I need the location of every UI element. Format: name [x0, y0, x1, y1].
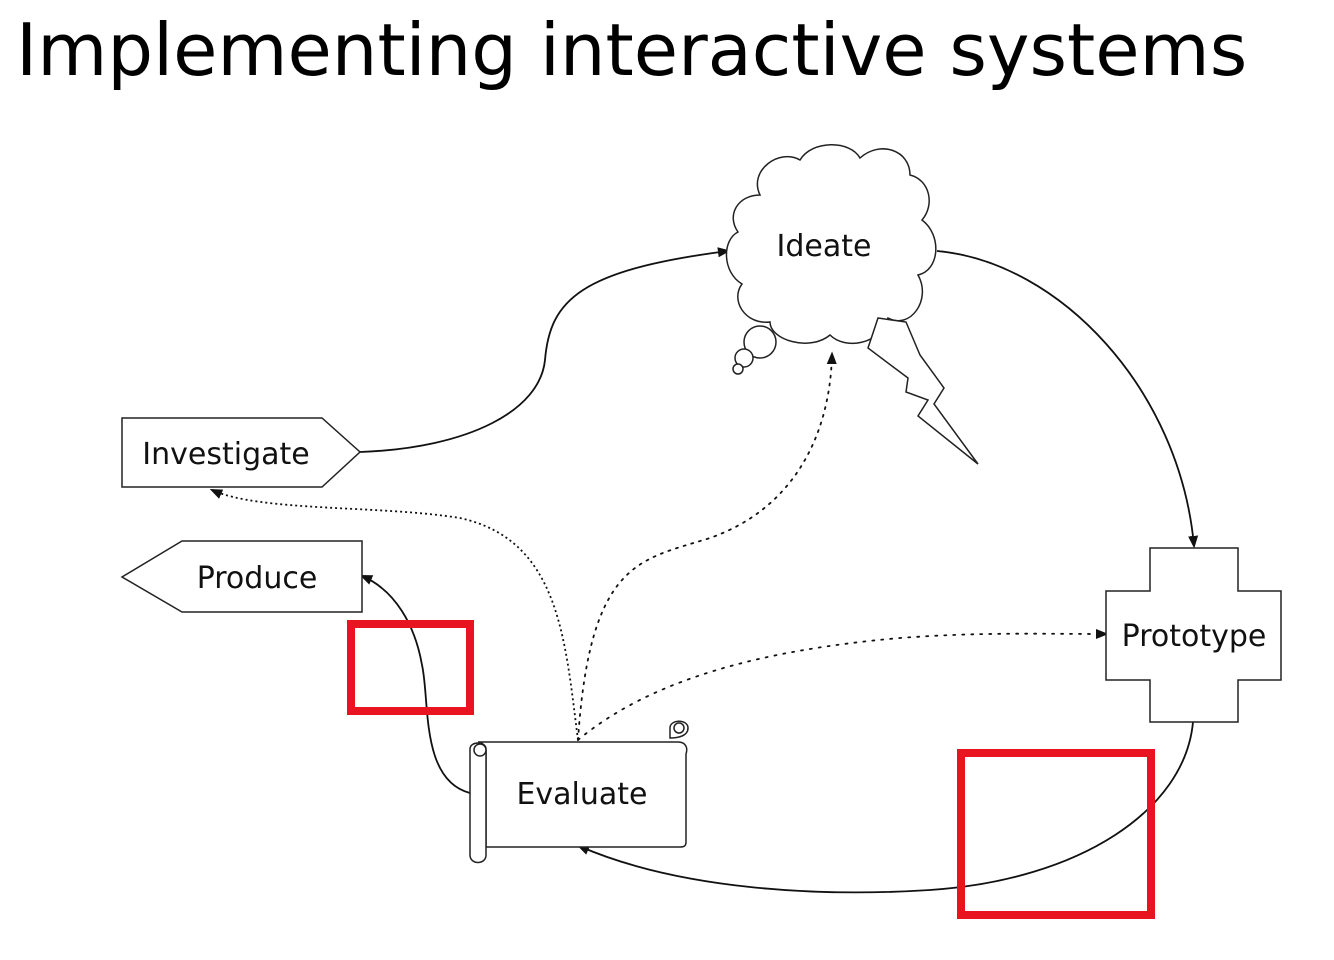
produce-label: Produce — [197, 561, 318, 596]
evaluate-label: Evaluate — [516, 777, 647, 812]
edge-evaluate-to-prototype-dotted — [577, 628, 1109, 741]
scroll-right-curl — [673, 722, 685, 734]
edge-evaluate-to-investigate-dotted — [209, 488, 579, 741]
scroll-left-roll — [469, 742, 487, 864]
ideate-label: Ideate — [777, 229, 872, 264]
produce-edge-highlight — [347, 620, 474, 715]
edge-evaluate-to-produce — [359, 575, 471, 794]
investigate-shape — [121, 417, 362, 488]
edge-prototype-to-evaluate — [576, 721, 1194, 894]
slide-title: Implementing interactive systems — [16, 8, 1248, 92]
investigate-node: Investigate — [121, 417, 362, 488]
ideate-node: Ideate — [725, 144, 979, 465]
edge-investigate-to-ideate — [359, 247, 731, 453]
produce-node: Produce — [120, 540, 363, 613]
edge-ideate-to-prototype — [936, 250, 1199, 549]
thought-cloud-shape — [725, 144, 937, 345]
scroll-left-curl — [473, 743, 487, 757]
prototype-edge-highlight — [957, 749, 1155, 919]
prototype-node: Prototype — [1105, 547, 1282, 723]
produce-shape — [120, 540, 363, 613]
prototype-label: Prototype — [1122, 619, 1267, 654]
lightning-bolt-icon — [867, 317, 979, 465]
thought-bubble-small — [732, 363, 744, 375]
edge-evaluate-to-ideate-dotted — [577, 351, 837, 741]
prototype-shape — [1105, 547, 1282, 723]
thought-bubble-medium — [734, 348, 754, 368]
thought-bubble-large — [743, 325, 777, 359]
investigate-label: Investigate — [142, 437, 309, 472]
evaluate-node: Evaluate — [469, 720, 689, 864]
